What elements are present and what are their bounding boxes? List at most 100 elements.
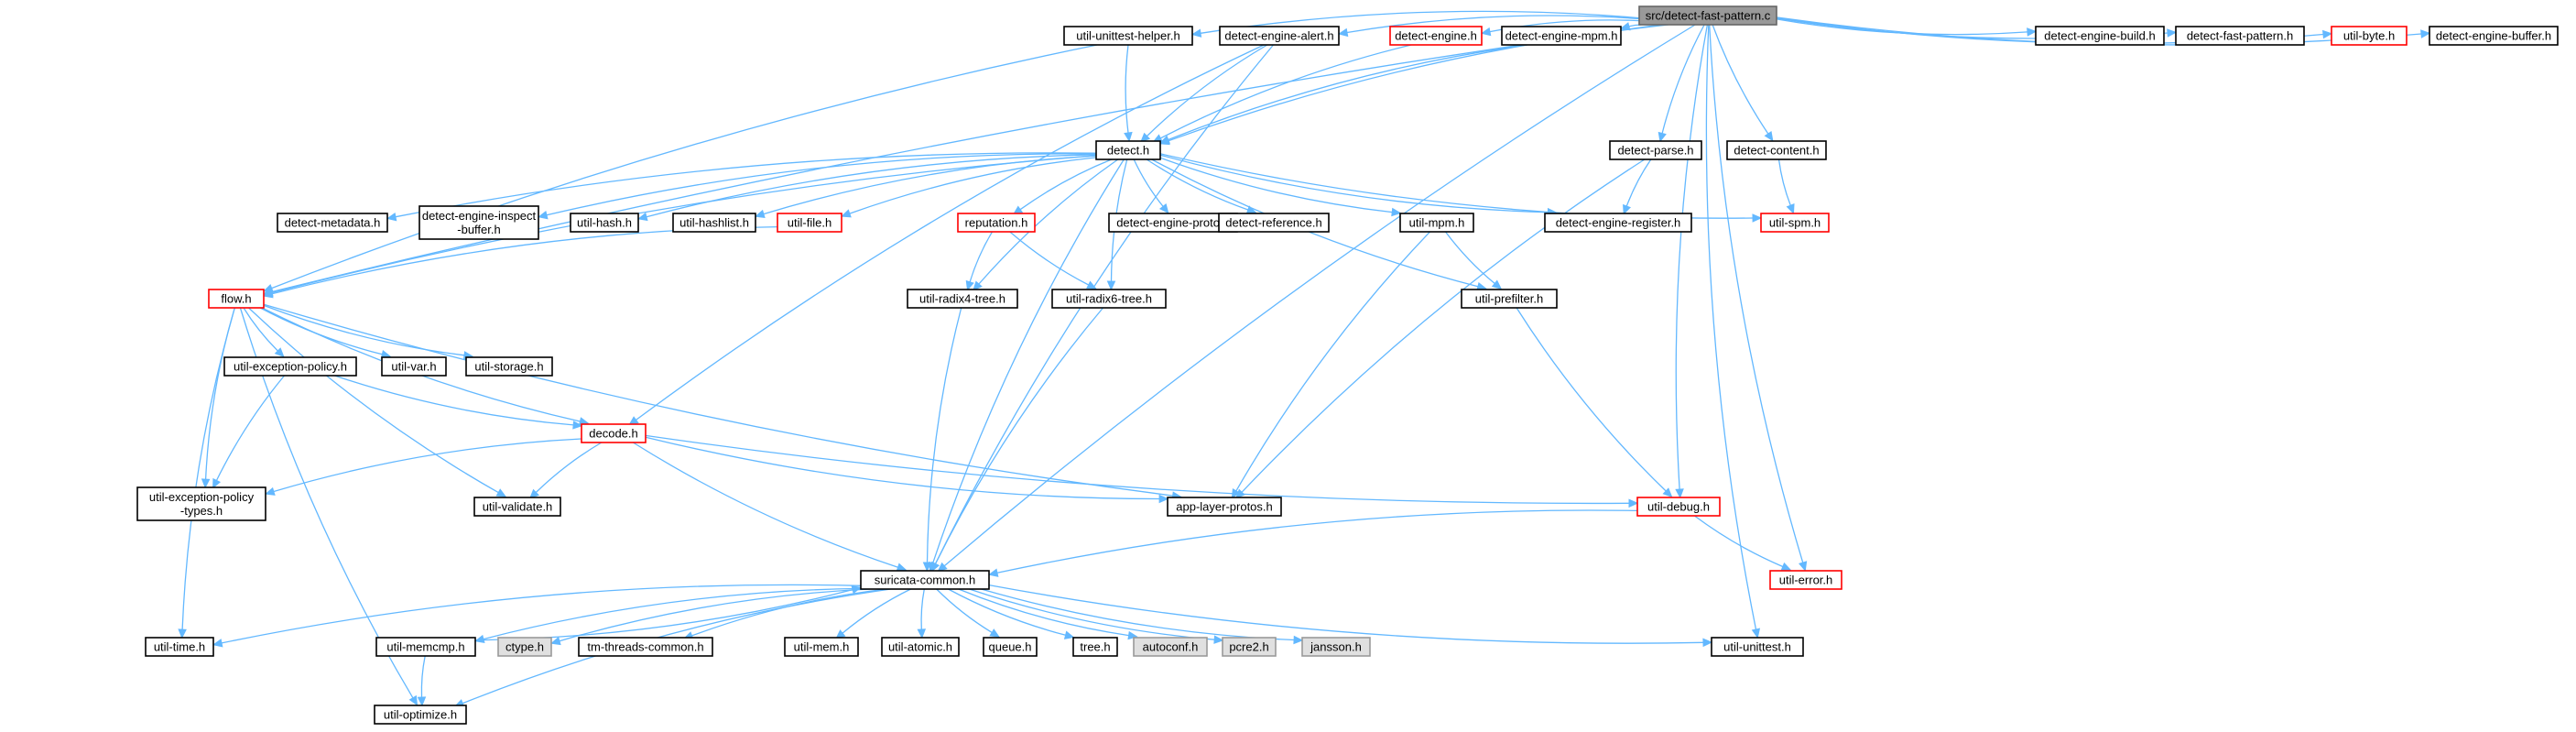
edge-arrowhead — [930, 561, 940, 573]
node-label: detect-metadata.h — [285, 216, 381, 230]
node-pcre2[interactable]: pcre2.h — [1222, 637, 1277, 657]
edge-line — [1146, 158, 1249, 211]
edge-line — [273, 438, 582, 493]
edge-line — [1625, 158, 1652, 207]
node-inspect-buffer[interactable]: detect-engine-inspect-buffer.h — [418, 205, 539, 240]
node-engine-build[interactable]: detect-engine-build.h — [2035, 26, 2165, 46]
node-autoconf[interactable]: autoconf.h — [1133, 637, 1208, 657]
node-label: -types.h — [180, 504, 223, 518]
node-util-mpm[interactable]: util-mpm.h — [1399, 213, 1474, 233]
edge-arrowhead — [1480, 27, 1492, 37]
node-decode[interactable]: decode.h — [581, 423, 647, 443]
node-exception-policy-types[interactable]: util-exception-policy-types.h — [136, 486, 266, 521]
node-engine-mpm[interactable]: detect-engine-mpm.h — [1501, 26, 1622, 46]
edge-exception-policy-to-exception-policy-types — [212, 375, 286, 489]
node-box — [1726, 140, 1827, 160]
node-queue[interactable]: queue.h — [983, 637, 1038, 657]
node-detect-content[interactable]: detect-content.h — [1726, 140, 1827, 160]
node-engine-alert[interactable]: detect-engine-alert.h — [1219, 26, 1340, 46]
node-box — [1638, 5, 1777, 26]
node-util-var[interactable]: util-var.h — [381, 356, 447, 377]
edge-arrowhead — [1106, 280, 1116, 291]
node-util-debug[interactable]: util-debug.h — [1636, 497, 1721, 517]
node-util-hashlist[interactable]: util-hashlist.h — [672, 213, 756, 233]
node-box — [1167, 497, 1282, 517]
edge-arrowhead — [1190, 28, 1202, 38]
node-app-layer-protos[interactable]: app-layer-protos.h — [1167, 497, 1282, 517]
node-util-storage[interactable]: util-storage.h — [465, 356, 553, 377]
node-util-hash[interactable]: util-hash.h — [570, 213, 639, 233]
edge-line — [215, 375, 286, 481]
node-label: util-unittest-helper.h — [1076, 29, 1179, 43]
node-util-file[interactable]: util-file.h — [777, 213, 842, 233]
edge-arrowhead — [212, 639, 223, 648]
edge-line — [395, 152, 1097, 218]
node-util-validate[interactable]: util-validate.h — [473, 497, 561, 517]
node-engine-proto[interactable]: detect-engine-proto.h — [1108, 213, 1238, 233]
node-box — [1072, 637, 1118, 657]
node-box — [881, 637, 960, 657]
edge-line — [1019, 158, 1113, 211]
node-label: flow.h — [221, 292, 251, 306]
node-util-atomic[interactable]: util-atomic.h — [881, 637, 960, 657]
edge-suricata-common-to-ctype — [550, 588, 871, 646]
node-label: detect-fast-pattern.h — [2187, 29, 2293, 43]
node-root[interactable]: src/detect-fast-pattern.c — [1638, 5, 1777, 26]
node-fast-pattern[interactable]: detect-fast-pattern.h — [2175, 26, 2305, 46]
node-label: detect-content.h — [1734, 144, 1819, 158]
edge-line — [1159, 154, 1549, 213]
node-engine-buffer[interactable]: detect-engine-buffer.h — [2429, 26, 2559, 46]
node-radix6[interactable]: util-radix6-tree.h — [1051, 289, 1167, 309]
node-label: util-validate.h — [483, 500, 553, 514]
node-util-memcmp[interactable]: util-memcmp.h — [375, 637, 476, 657]
node-label: util-time.h — [154, 640, 205, 654]
node-tm-threads-common[interactable]: tm-threads-common.h — [578, 637, 713, 657]
node-suricata-common[interactable]: suricata-common.h — [860, 570, 990, 590]
node-label: app-layer-protos.h — [1176, 500, 1273, 514]
edge-arrowhead — [2167, 28, 2178, 38]
edge-arrowhead — [528, 488, 540, 499]
node-metadata[interactable]: detect-metadata.h — [277, 213, 388, 233]
node-util-spm[interactable]: util-spm.h — [1760, 213, 1830, 233]
node-prefilter[interactable]: util-prefilter.h — [1461, 289, 1558, 309]
node-util-unittest[interactable]: util-unittest.h — [1711, 637, 1804, 657]
node-tree[interactable]: tree.h — [1072, 637, 1118, 657]
node-label: pcre2.h — [1229, 640, 1268, 654]
node-util-time[interactable]: util-time.h — [145, 637, 214, 657]
node-engine-register[interactable]: detect-engine-register.h — [1544, 213, 1692, 233]
node-detect[interactable]: detect.h — [1095, 140, 1161, 160]
node-reputation[interactable]: reputation.h — [957, 213, 1036, 233]
edge-flow-to-exception-policy — [243, 307, 285, 358]
edge-util-mpm-to-prefilter — [1444, 231, 1503, 290]
node-detect-engine[interactable]: detect-engine.h — [1389, 26, 1483, 46]
node-label: util-exception-policy — [149, 490, 255, 504]
edge-arrowhead — [1662, 487, 1673, 498]
edge-arrowhead — [1293, 635, 1304, 645]
edge-arrowhead — [1764, 130, 1774, 142]
node-box — [1218, 213, 1330, 233]
node-detect-parse[interactable]: detect-parse.h — [1609, 140, 1702, 160]
edge-arrowhead — [1127, 630, 1138, 640]
node-util-optimize[interactable]: util-optimize.h — [374, 705, 467, 725]
node-jansson[interactable]: jansson.h — [1301, 637, 1371, 657]
node-radix4[interactable]: util-radix4-tree.h — [907, 289, 1018, 309]
node-box — [374, 705, 467, 725]
edge-arrowhead — [922, 562, 932, 573]
node-reference[interactable]: detect-reference.h — [1218, 213, 1330, 233]
node-ctype[interactable]: ctype.h — [497, 637, 552, 657]
node-box — [2331, 26, 2408, 46]
node-util-mem[interactable]: util-mem.h — [784, 637, 859, 657]
edge-line — [920, 588, 925, 630]
edge-detect-engine-to-detect — [1152, 44, 1412, 143]
node-flow[interactable]: flow.h — [208, 289, 265, 309]
edge-line — [1709, 24, 1804, 563]
edge-arrowhead — [1675, 488, 1684, 499]
node-box — [1133, 637, 1208, 657]
node-unittest-helper[interactable]: util-unittest-helper.h — [1063, 26, 1193, 46]
node-exception-policy[interactable]: util-exception-policy.h — [223, 356, 357, 377]
edge-arrowhead — [1158, 203, 1169, 214]
node-util-error[interactable]: util-error.h — [1769, 570, 1842, 590]
edge-root-to-util-debug — [1675, 24, 1709, 499]
node-util-byte[interactable]: util-byte.h — [2331, 26, 2408, 46]
